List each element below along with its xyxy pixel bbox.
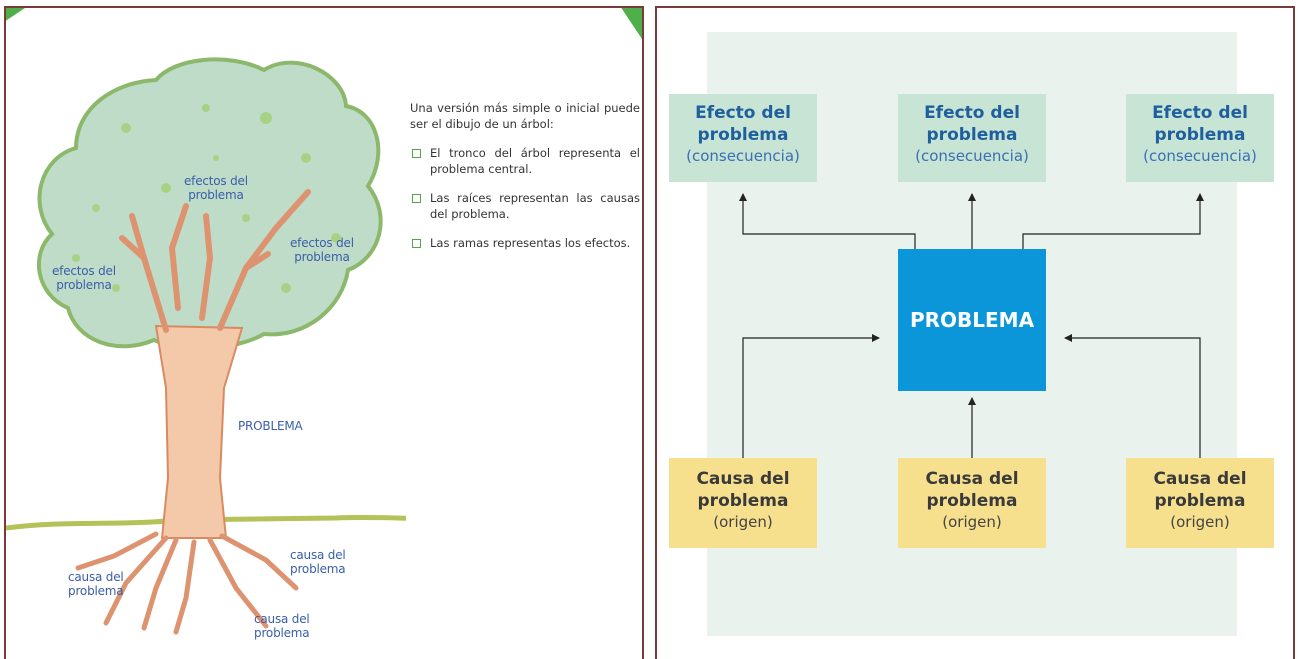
corner-triangle-right (621, 8, 642, 39)
arrow-to-effect-left (739, 193, 916, 249)
diagram-panel: Efecto del problema (consecuencia) Efect… (655, 6, 1295, 659)
description-block: Una versión más simple o inicial puede s… (410, 100, 640, 264)
tree-label-effects-top: efectos del problema (184, 174, 248, 202)
description-bullet: Las raíces representan las causas del pr… (410, 190, 640, 222)
description-bullet: Las ramas representas los efectos. (410, 235, 640, 251)
tree-branches (119, 189, 311, 333)
effect-title: Efecto del problema (1152, 103, 1248, 145)
diagram-arrows (739, 193, 1204, 458)
tree-illustration (6, 57, 406, 635)
tree-trunk (154, 324, 244, 539)
cause-title: Causa del problema (925, 469, 1019, 511)
tree-label-effects-left: efectos del problema (52, 264, 116, 292)
cause-box: Causa del problema (origen) (1126, 458, 1274, 548)
cause-title: Causa del problema (1153, 469, 1247, 511)
effect-subtitle: (consecuencia) (915, 147, 1029, 165)
tree-panel: efectos del problema efectos del problem… (4, 6, 644, 659)
tree-label-problem: PROBLEMA (238, 419, 303, 433)
effect-box: Efecto del problema (consecuencia) (1126, 94, 1274, 182)
arrow-to-effect-right (1022, 193, 1204, 249)
corner-triangle-left (6, 8, 25, 21)
problem-box: PROBLEMA (898, 249, 1046, 391)
cause-box: Causa del problema (origen) (669, 458, 817, 548)
bullet-text: Las raíces representan las causas del pr… (430, 191, 640, 221)
tree-roots (75, 531, 299, 635)
tree-label-cause-right: causa del problema (290, 548, 346, 576)
cause-subtitle: (origen) (1170, 513, 1230, 531)
effect-subtitle: (consecuencia) (1143, 147, 1257, 165)
tree-canopy (37, 57, 383, 351)
checkbox-square-icon (412, 194, 421, 203)
cause-subtitle: (origen) (713, 513, 773, 531)
effect-title: Efecto del problema (924, 103, 1020, 145)
cause-title: Causa del problema (696, 469, 790, 511)
arrow-from-cause-left (742, 334, 880, 458)
tree-label-cause-left: causa del problema (68, 570, 124, 598)
description-intro: Una versión más simple o inicial puede s… (410, 101, 640, 131)
checkbox-square-icon (412, 239, 421, 248)
effect-box: Efecto del problema (consecuencia) (898, 94, 1046, 182)
effect-subtitle: (consecuencia) (686, 147, 800, 165)
effect-box: Efecto del problema (consecuencia) (669, 94, 817, 182)
checkbox-square-icon (412, 149, 421, 158)
cause-box: Causa del problema (origen) (898, 458, 1046, 548)
bullet-text: El tronco del árbol representa el proble… (430, 146, 640, 176)
cause-subtitle: (origen) (942, 513, 1002, 531)
bullet-text: Las ramas representas los efectos. (430, 236, 631, 250)
tree-label-effects-right: efectos del problema (290, 236, 354, 264)
arrow-from-cause-right (1064, 334, 1201, 458)
effect-title: Efecto del problema (695, 103, 791, 145)
tree-label-cause-bottom: causa del problema (254, 612, 310, 640)
leaf-spots (72, 104, 341, 293)
description-bullet: El tronco del árbol representa el proble… (410, 145, 640, 177)
